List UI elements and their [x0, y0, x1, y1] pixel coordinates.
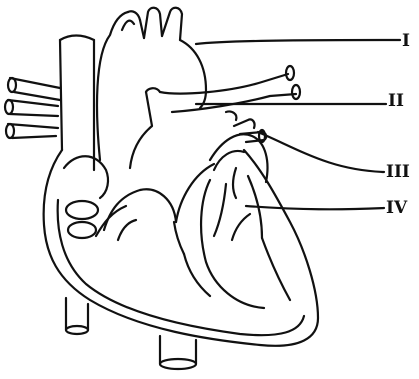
superior-vena-cava: [60, 36, 94, 171]
label-III: III: [386, 164, 410, 181]
label-I: I: [402, 33, 410, 50]
inferior-vena-cava: [66, 298, 88, 334]
label-IV: IV: [386, 200, 407, 217]
aorta: [97, 8, 206, 160]
label-II: II: [388, 93, 404, 110]
descending-aorta: [160, 336, 196, 369]
tricuspid-valve: [104, 189, 184, 254]
left-ventricle: [201, 134, 290, 308]
left-pulmonary-veins: [5, 78, 60, 138]
